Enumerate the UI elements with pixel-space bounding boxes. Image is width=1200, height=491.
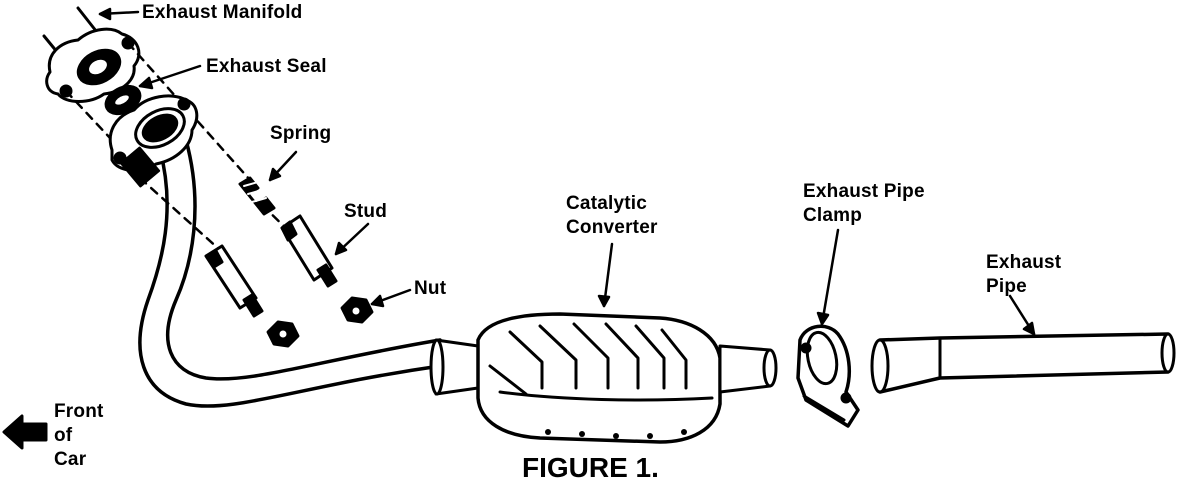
stud <box>280 214 338 288</box>
exhaust-pipe <box>870 332 1176 394</box>
label-front-line2: of <box>54 425 73 446</box>
label-front-line1: Front <box>54 401 104 422</box>
label-exhaust-manifold: Exhaust Manifold <box>142 2 303 23</box>
nut-lower <box>266 320 300 348</box>
label-catalytic-converter-line1: Catalytic <box>566 193 648 214</box>
leader-arrows <box>98 7 1036 336</box>
label-exhaust-pipe-clamp-line1: Exhaust Pipe <box>803 181 925 202</box>
exhaust-manifold-flange <box>45 27 141 103</box>
stud-lower <box>204 244 264 318</box>
label-catalytic-converter-line2: Converter <box>566 217 658 238</box>
exhaust-pipe-clamp <box>796 324 860 428</box>
label-exhaust-pipe-clamp-line2: Clamp <box>803 205 863 226</box>
label-exhaust-pipe-line2: Pipe <box>986 276 1027 297</box>
figure-caption: FIGURE 1. <box>522 452 659 483</box>
label-stud: Stud <box>344 201 388 222</box>
front-arrow-icon <box>2 414 48 450</box>
label-exhaust-pipe-line1: Exhaust <box>986 252 1062 273</box>
label-exhaust-seal: Exhaust Seal <box>206 56 327 77</box>
label-nut: Nut <box>414 278 447 299</box>
catalytic-converter <box>429 312 778 444</box>
label-spring: Spring <box>270 123 332 144</box>
front-exhaust-pipe <box>108 94 442 408</box>
spring <box>238 176 276 216</box>
label-front-line3: Car <box>54 449 87 470</box>
nut <box>340 296 374 324</box>
exhaust-seal <box>104 84 142 116</box>
